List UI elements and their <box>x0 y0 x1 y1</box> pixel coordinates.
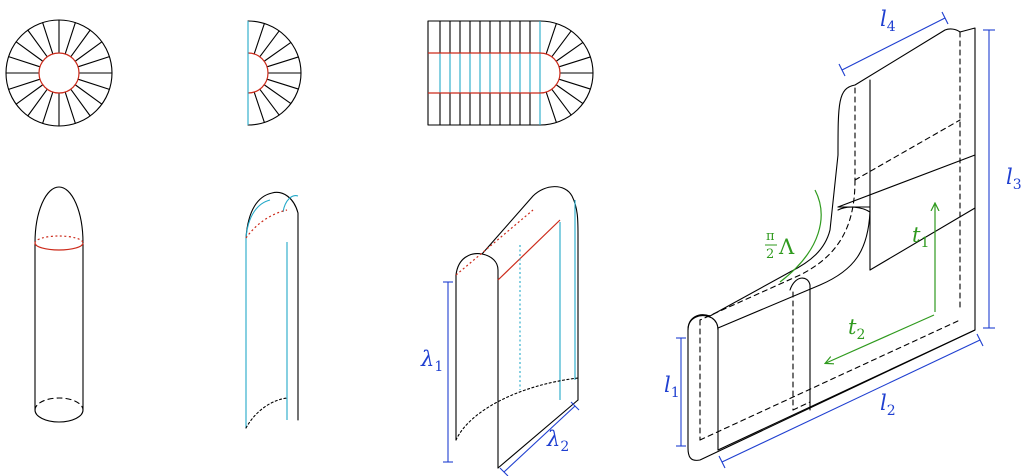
stadium-inner-slit <box>428 52 561 94</box>
slab-front-fold <box>497 219 561 281</box>
annulus-radial-segment <box>77 56 110 68</box>
stadium-top-view <box>427 20 594 126</box>
bend-frac-den: 2 <box>766 247 774 262</box>
annulus-radial-segment <box>8 78 41 90</box>
half-annulus-inner-arc <box>247 52 269 94</box>
half-annulus-top-view <box>247 20 302 126</box>
half-annulus-radial-segment <box>266 78 299 90</box>
annulus-radial-segment <box>70 88 91 117</box>
stadium-cap-segment <box>558 78 591 90</box>
sliced-cylinder <box>245 191 299 429</box>
annulus-radial-segment <box>70 29 91 58</box>
half-annulus-radial-segment <box>263 41 292 62</box>
bend-frac-num: π <box>766 229 775 244</box>
t2-label: t2 <box>848 315 865 343</box>
annulus-radial-segment <box>15 41 44 62</box>
t2-arrow <box>826 314 935 363</box>
lambda2-dimension <box>503 405 576 473</box>
slab-bottom-back <box>455 377 579 441</box>
cylinder-bottom-front <box>34 409 84 423</box>
stadium-cap-segment <box>555 84 584 105</box>
bend-lambda-symbol: Λ <box>778 235 795 259</box>
stadium-cap-segment <box>558 56 591 68</box>
sliced-cylinder-bottom <box>245 397 288 429</box>
half-annulus-radial-segment <box>266 56 299 68</box>
domed-cylinder <box>34 186 84 423</box>
annulus-radial-segment <box>64 22 76 55</box>
l3-label: l3 <box>1006 165 1022 193</box>
half-annulus-radial-segment <box>253 91 265 124</box>
slab-back-fold <box>455 209 534 276</box>
cylinder-back-rim <box>34 235 84 244</box>
bent-slab-left-cap <box>687 315 719 331</box>
cylinder-dome <box>34 186 84 244</box>
folded-slab: λ1 λ2 <box>420 186 580 476</box>
half-annulus-radial-segment <box>259 30 280 58</box>
annulus-radial-segment <box>64 91 76 124</box>
annulus-inner-circle <box>38 52 80 94</box>
bent-slab-outline <box>687 27 976 461</box>
stadium-cap-segment <box>555 41 584 62</box>
annulus-radial-segment <box>42 22 54 55</box>
annulus-radial-segment <box>42 91 54 124</box>
bent-slab: l4 l3 l2 l1 t1 t2 π 2 Λ <box>664 7 1022 469</box>
sliced-cylinder-outline <box>245 191 299 421</box>
bent-slab-bottom-front-edge <box>717 329 976 451</box>
annulus-radial-segment <box>74 41 103 62</box>
cylinder-front-rim <box>34 242 84 251</box>
annulus-radial-segments <box>5 19 113 127</box>
stadium-outline <box>427 20 594 126</box>
slab-bottom-front <box>497 399 579 469</box>
annulus-radial-segment <box>74 84 103 105</box>
half-annulus-radial-segment <box>253 22 265 55</box>
l4-label: l4 <box>880 7 896 35</box>
annulus-radial-segment <box>8 56 41 68</box>
stadium-cap-segment <box>551 88 572 116</box>
annulus-top-view <box>5 19 113 127</box>
l2-label: l2 <box>880 391 896 419</box>
bent-slab-top-block-bottom <box>869 207 976 271</box>
annulus-radial-segment <box>15 84 44 105</box>
hidden-line-curve <box>699 179 856 321</box>
bent-slab-mid-line <box>837 154 976 208</box>
annulus-radial-segment <box>27 29 48 58</box>
hidden-line-4 <box>699 319 961 441</box>
l2-dimension <box>721 339 981 463</box>
sliced-cylinder-cut-top-2 <box>282 195 299 213</box>
half-annulus-radial-segment <box>263 84 292 105</box>
bend-arc <box>779 189 822 283</box>
l4-dimension <box>841 17 946 71</box>
slab-top-ridge <box>481 186 579 255</box>
annulus-radial-segment <box>27 88 48 117</box>
bent-slab-curve-front <box>717 211 871 329</box>
cylinder-bottom-back <box>34 397 84 411</box>
stadium-cap-segment <box>551 30 572 58</box>
stadium-cap-segment <box>545 22 557 55</box>
half-annulus-radial-segments <box>253 22 302 124</box>
lambda2-label: λ2 <box>546 427 569 455</box>
l1-label: l1 <box>664 373 680 401</box>
lambda1-label: λ1 <box>420 347 443 375</box>
sliced-cylinder-cut-top <box>245 199 271 239</box>
t1-label: t1 <box>912 223 929 251</box>
stadium-cap-segment <box>545 91 557 124</box>
sliced-cylinder-rim <box>245 209 288 239</box>
half-annulus-radial-segment <box>259 88 280 116</box>
stadium-segments <box>439 20 594 126</box>
annulus-radial-segment <box>77 78 110 90</box>
